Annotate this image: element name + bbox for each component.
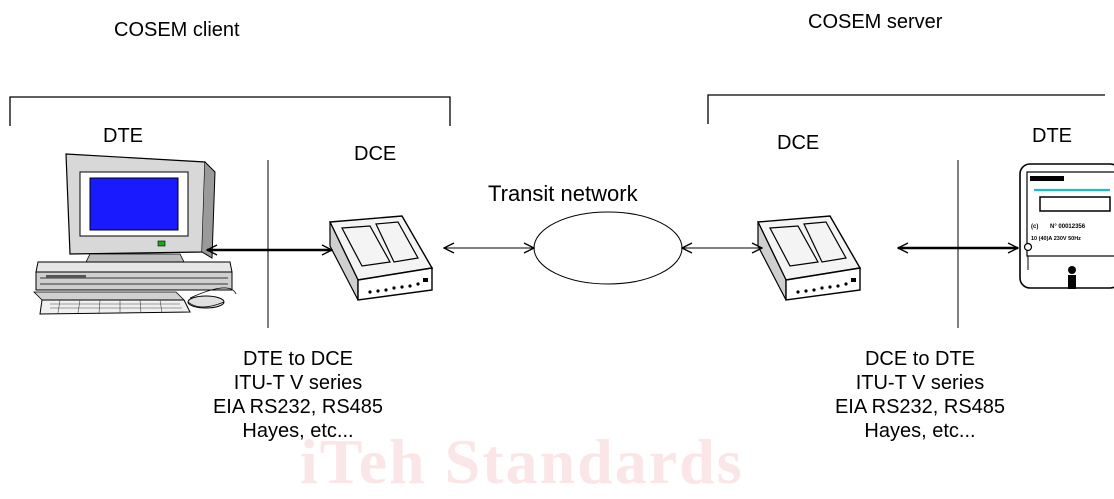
dte-to-dce-interface-text: DTE to DCE ITU-T V series EIA RS232, RS4… <box>183 347 413 443</box>
client-bracket <box>9 96 451 126</box>
client-dte-label: DTE <box>103 125 143 147</box>
interface-left-line-4: Hayes, etc... <box>242 420 354 442</box>
interface-right-line-2: ITU-T V series <box>855 372 985 394</box>
meter-class-text: (c) <box>1031 224 1038 230</box>
client-dce-label: DCE <box>354 143 397 165</box>
meter-icon: (c) N° 00012356 10 (40)A 230V 50Hz <box>1019 163 1114 289</box>
cosem-server-title: COSEM server <box>808 11 943 33</box>
server-dte-label: DTE <box>1032 125 1072 147</box>
transit-network-ellipse <box>533 211 683 285</box>
meter-serial-text: N° 00012356 <box>1050 224 1086 230</box>
server-modem-icon <box>756 215 862 301</box>
interface-right-line-1: DCE to DTE <box>864 348 976 370</box>
interface-left-line-3: EIA RS232, RS485 <box>212 396 384 418</box>
dce-to-dte-interface-text: DCE to DTE ITU-T V series EIA RS232, RS4… <box>805 347 1035 443</box>
monitor-screen <box>89 177 179 231</box>
interface-left-line-2: ITU-T V series <box>233 372 363 394</box>
network-diagram: (c) N° 00012356 10 (40)A 230V 50Hz <box>9 94 1114 328</box>
server-dce-label: DCE <box>777 132 820 154</box>
transit-network-label: Transit network <box>488 181 638 206</box>
computer-icon <box>33 153 237 315</box>
meter-rating-text: 10 (40)A 230V 50Hz <box>1031 236 1081 242</box>
interface-left-line-1: DTE to DCE <box>242 348 354 370</box>
cosem-client-title: COSEM client <box>114 19 240 41</box>
interface-right-line-4: Hayes, etc... <box>864 420 976 442</box>
interface-right-line-3: EIA RS232, RS485 <box>834 396 1006 418</box>
power-led <box>157 240 166 247</box>
client-modem-icon <box>328 215 434 301</box>
server-bracket <box>707 94 1105 124</box>
